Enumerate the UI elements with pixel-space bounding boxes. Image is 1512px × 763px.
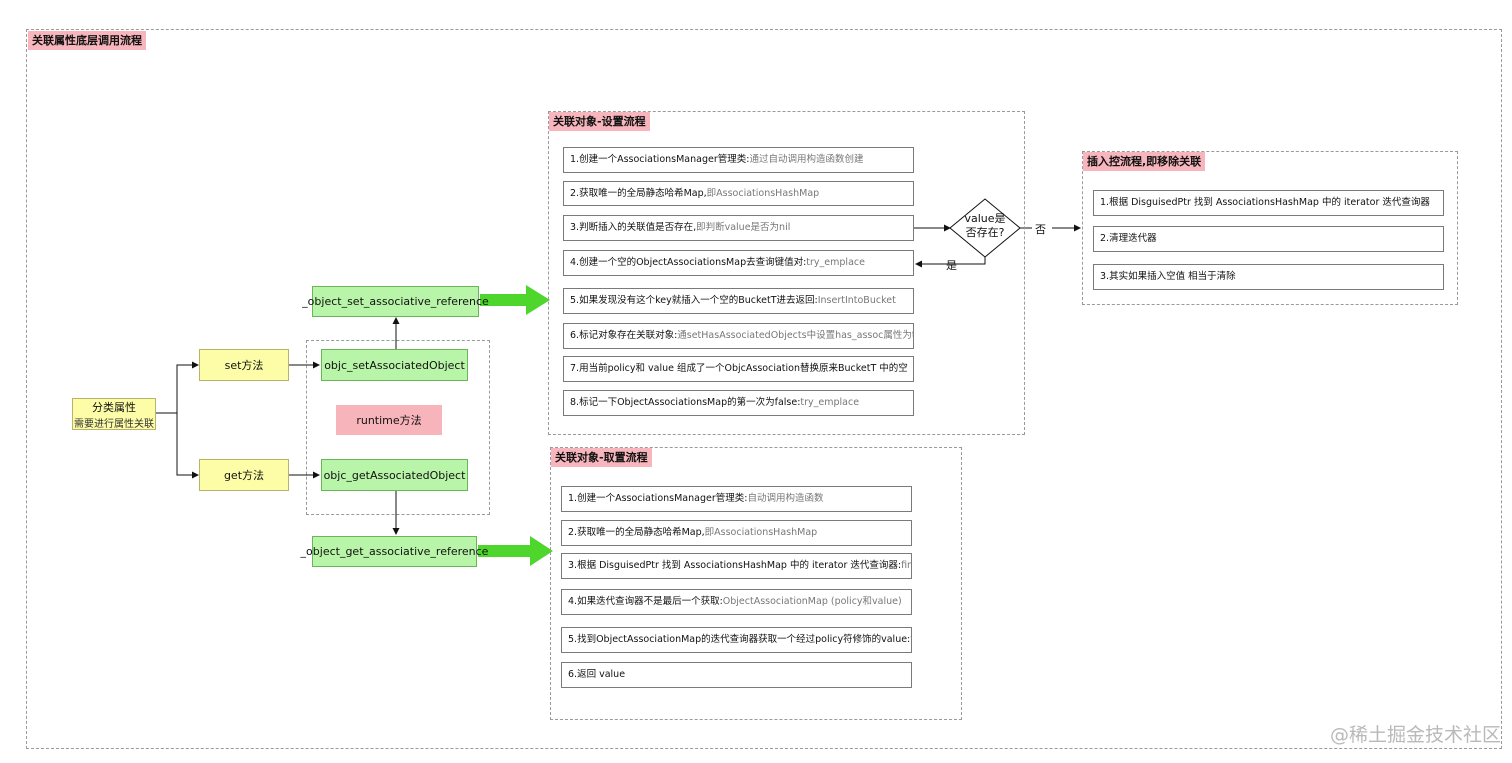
set-flow-panel [548, 111, 1025, 435]
watermark: @稀土掘金技术社区 [1330, 724, 1502, 746]
runtime-group [306, 340, 490, 515]
decision-diamond [949, 198, 1021, 258]
decision-line-2: 否存在? [965, 226, 1005, 239]
decision-line-1: value是 [964, 212, 1006, 225]
set-step-5: 5.如果发现没有这个key就插入一个空的BucketT进去返回: InsertI… [563, 288, 914, 314]
set-step-8: 8.标记一下ObjectAssociationsMap的第一次为false: t… [563, 390, 914, 416]
object-get-associative-reference: _object_get_associative_reference [301, 536, 488, 567]
decision-yes-label: 是 [946, 259, 957, 272]
get-step-1: 1.创建一个AssociationsManager管理类: 自动调用构造函数 [561, 486, 912, 512]
remove-flow-panel [1082, 151, 1458, 305]
set-step-4: 4.创建一个空的ObjectAssociationsMap去查询键值对: try… [563, 250, 914, 276]
set-flow-title: 关联对象-设置流程 [549, 112, 650, 131]
set-step-3: 3.判断插入的关联值是否存在, 即判断value是否为nil [563, 215, 914, 241]
green-arrow-get [478, 536, 553, 566]
get-step-2: 2.获取唯一的全局静态哈希Map, 即AssociationsHashMap [561, 520, 912, 546]
decision-no-label: 否 [1035, 223, 1046, 236]
get-step-3: 3.根据 DisguisedPtr 找到 AssociationsHashMap… [561, 553, 912, 579]
remove-step-2: 2.清理迭代器 [1093, 226, 1444, 252]
get-flow-title: 关联对象-取置流程 [551, 448, 652, 467]
remove-step-1: 1.根据 DisguisedPtr 找到 AssociationsHashMap… [1093, 190, 1444, 216]
set-step-2: 2.获取唯一的全局静态哈希Map, 即AssociationsHashMap [563, 181, 914, 206]
get-method-box: get方法 [199, 459, 289, 491]
outer-title: 关联属性底层调用流程 [28, 31, 146, 50]
objc-set-associated-object: objc_setAssociatedObject [321, 349, 468, 381]
outer-frame [26, 29, 1502, 749]
runtime-label: runtime方法 [336, 405, 442, 435]
edge-decision-yes [915, 256, 986, 268]
set-step-1: 1.创建一个AssociationsManager管理类: 通过自动调用构造函数… [563, 147, 914, 173]
category-subtitle: 需要进行属性关联 [74, 418, 154, 430]
set-method-box: set方法 [199, 349, 289, 381]
get-step-5: 5.找到ObjectAssociationMap的迭代查询器获取一个经过poli… [561, 627, 912, 653]
category-box: 分类属性 需要进行属性关联 [72, 398, 156, 430]
get-flow-panel [550, 447, 962, 720]
get-step-4: 4.如果迭代查询器不是最后一个获取: ObjectAssociationMap … [561, 589, 912, 615]
object-set-associative-reference: _object_set_associative_reference [302, 286, 489, 317]
edge-category-get [156, 412, 199, 479]
remove-step-3: 3.其实如果插入空值 相当于清除 [1093, 264, 1444, 290]
objc-get-associated-object: objc_getAssociatedObject [321, 459, 468, 491]
remove-flow-title: 插入控流程,即移除关联 [1083, 152, 1206, 171]
decision-text: value是 否存在? [950, 212, 1020, 240]
get-step-6: 6.返回 value [561, 662, 912, 688]
category-title: 分类属性 [92, 400, 136, 414]
set-step-6: 6.标记对象存在关联对象: 通setHasAssociatedObjects中设… [563, 323, 914, 349]
edge-category-set [156, 361, 199, 414]
green-arrow-set [480, 285, 550, 315]
set-step-7: 7.用当前policy和 value 组成了一个ObjcAssociation替… [563, 356, 914, 382]
